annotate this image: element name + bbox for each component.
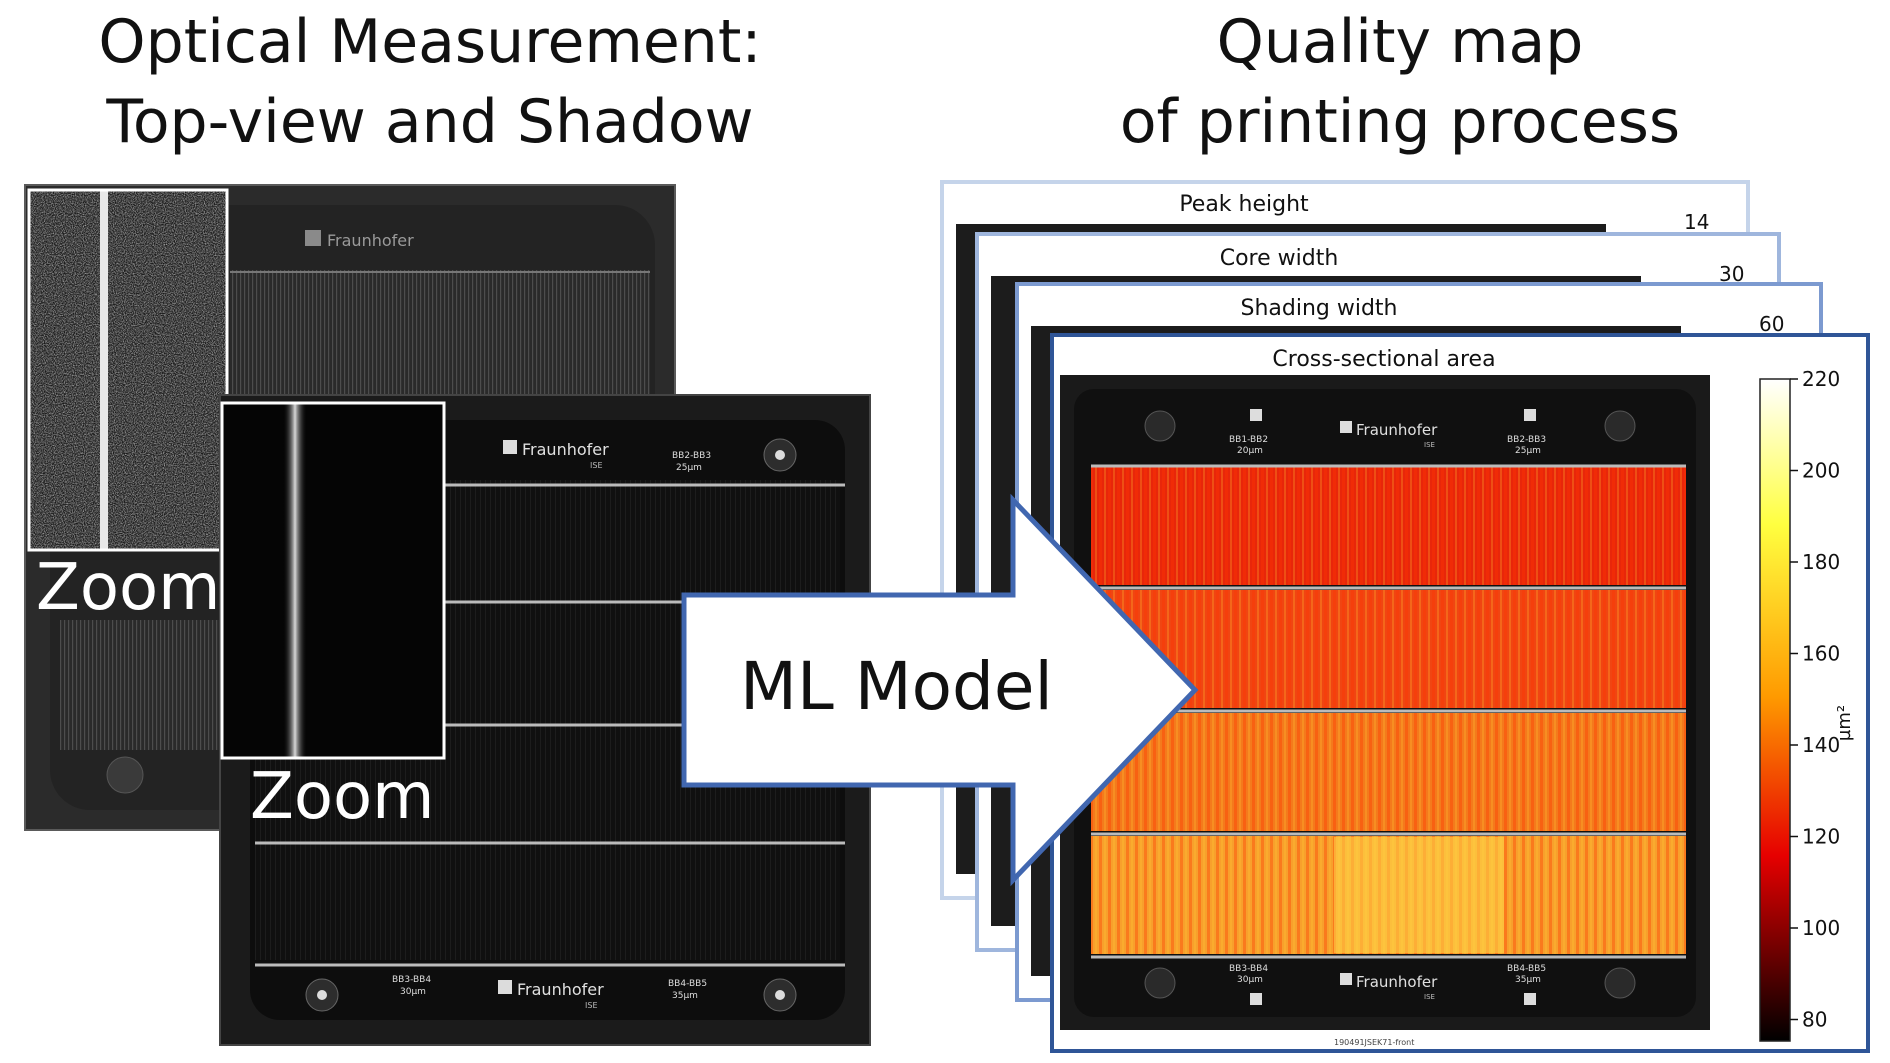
map-size-bottom-left: 30µm [1237, 975, 1263, 985]
ml-model-label: ML Model [740, 648, 1053, 725]
zoom-inset-shadow [220, 401, 446, 760]
colorbar-ticks: 220 200 180 160 140 120 100 80 [1790, 367, 1840, 1032]
left-title: Optical Measurement: Top-view and Shadow [40, 2, 820, 162]
code-front-bottom-left: BB3-BB4 [392, 975, 431, 985]
map-brand-top: Fraunhofer [1356, 421, 1438, 439]
colorbar-tick-label: 100 [1802, 916, 1840, 940]
map-file-label: 190491JSEK71-front [1334, 1038, 1414, 1047]
left-title-line2: Top-view and Shadow [106, 87, 754, 157]
map-title-shading-width: Shading width [1240, 296, 1398, 321]
fraunhofer-logo-front-top: Fraunhofer ISE [503, 440, 609, 470]
colorbar-tick-label: 200 [1802, 459, 1840, 483]
map-code-top-left: BB1-BB2 [1229, 435, 1268, 445]
map-code-bottom-right: BB4-BB5 [1507, 964, 1546, 974]
map-brand-bottom: Fraunhofer [1356, 973, 1438, 991]
brand-text-back: Fraunhofer [327, 231, 414, 250]
map-title-cross-sectional-area: Cross-sectional area [1272, 347, 1496, 372]
map-size-bottom-right: 35µm [1515, 975, 1541, 985]
size-front-top-right: 25µm [676, 463, 702, 473]
fraunhofer-logo-front-bottom: Fraunhofer ISE [498, 980, 604, 1010]
map-size-top-right: 25µm [1515, 446, 1541, 456]
size-front-bottom-right: 35µm [672, 991, 698, 1001]
map-code-top-right: BB2-BB3 [1507, 435, 1546, 445]
map-tick-peak-height: 14 [1684, 210, 1710, 234]
colorbar: 220 200 180 160 140 120 100 80 µm² [1759, 367, 1855, 1042]
map-card-cross-sectional-area: Cross-sectional area [1050, 333, 1870, 1053]
left-title-line1: Optical Measurement: [98, 7, 762, 77]
colorbar-tick-label: 220 [1802, 367, 1840, 391]
map-code-bottom-left: BB3-BB4 [1229, 964, 1268, 974]
map-tick-shading-width: 60 [1759, 312, 1785, 336]
right-title: Quality map of printing process [1010, 2, 1790, 162]
code-front-bottom-right: BB4-BB5 [668, 979, 707, 989]
brand-sub-front-bottom: ISE [585, 1001, 598, 1010]
size-front-bottom-left: 30µm [400, 987, 426, 997]
colorbar-tick-label: 180 [1802, 550, 1840, 574]
fraunhofer-logo-back: Fraunhofer [305, 230, 414, 250]
right-title-line1: Quality map [1216, 7, 1584, 77]
map-title-core-width: Core width [1219, 246, 1339, 271]
right-title-line2: of printing process [1119, 87, 1681, 157]
zoom-label-1: Zoom [36, 551, 221, 625]
brand-text-front-bottom: Fraunhofer [517, 980, 604, 999]
map-brand-sub-bottom: ISE [1424, 993, 1435, 1001]
cross-sectional-area-map: BB1-BB2 20µm BB2-BB3 25µm Fraunhofer ISE… [1060, 367, 1855, 1047]
map-title-peak-height: Peak height [1179, 192, 1309, 217]
colorbar-unit: µm² [1834, 705, 1855, 741]
map-size-top-left: 20µm [1237, 446, 1263, 456]
brand-text-front-top: Fraunhofer [522, 440, 609, 459]
colorbar-tick-label: 80 [1802, 1008, 1827, 1032]
colorbar-tick-label: 140 [1802, 733, 1840, 757]
zoom-inset-top-view [27, 188, 229, 552]
colorbar-tick-label: 120 [1802, 825, 1840, 849]
zoom-label-2: Zoom [250, 760, 435, 834]
code-front-top-right: BB2-BB3 [672, 451, 711, 461]
brand-sub-front-top: ISE [590, 461, 603, 470]
colorbar-tick-label: 160 [1802, 642, 1840, 666]
map-brand-sub-top: ISE [1424, 441, 1435, 449]
